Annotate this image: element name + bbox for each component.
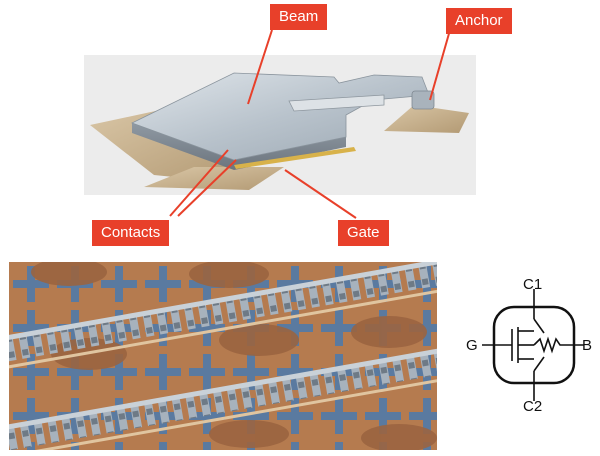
beam-side xyxy=(132,123,346,170)
label-b: B xyxy=(582,337,593,354)
callout-anchor: Anchor xyxy=(446,8,512,34)
gate-strip xyxy=(234,147,356,169)
callout-contacts: Contacts xyxy=(92,220,170,246)
beam-slot xyxy=(288,94,385,112)
switch-row-2 xyxy=(9,343,437,450)
right-pad xyxy=(384,105,469,133)
switch-row-1 xyxy=(9,262,437,369)
label-c1: C1 xyxy=(523,276,543,293)
mems-switch-render xyxy=(84,55,476,195)
label-g: G xyxy=(466,337,478,354)
switch-array-photo xyxy=(9,262,437,450)
switch-schematic-symbol xyxy=(482,289,584,401)
anchor-post xyxy=(411,90,435,110)
callout-beam: Beam xyxy=(270,4,328,30)
label-c2: C2 xyxy=(523,398,543,415)
callout-gate: Gate xyxy=(338,220,389,246)
